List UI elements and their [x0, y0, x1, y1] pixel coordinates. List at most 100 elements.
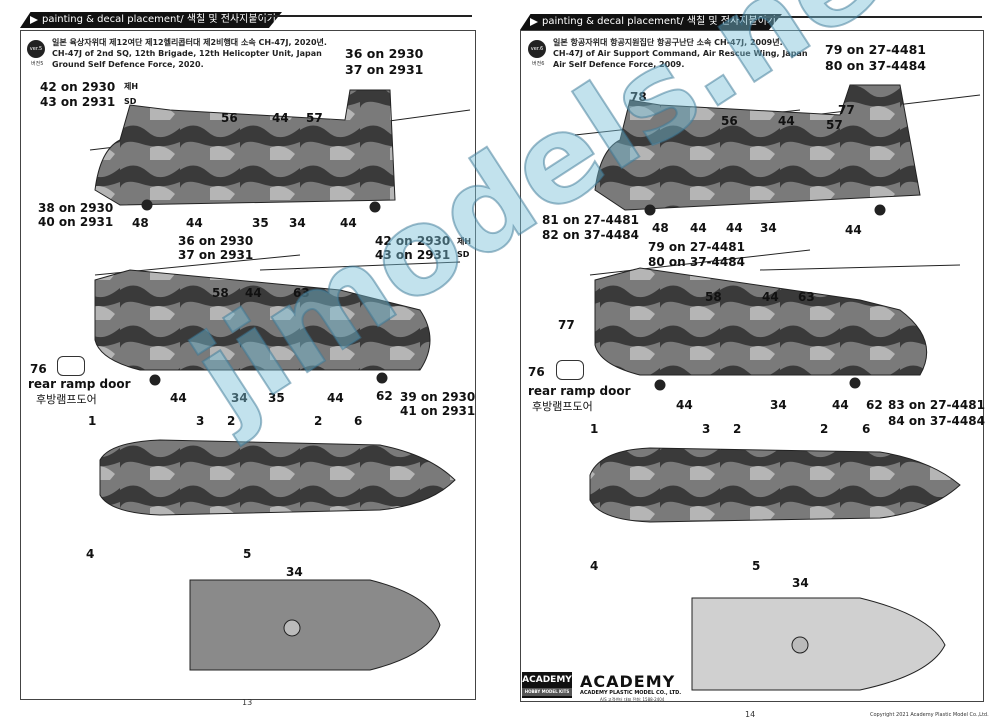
desc-ko: 일본 항공자위대 항공지원집단 항공구난단 소속 CH-47J, 2009년.: [553, 38, 783, 47]
decal-number: 77: [558, 318, 575, 332]
decal-number: 34: [286, 565, 303, 579]
decal-number: 78: [630, 90, 647, 104]
part-number: 4: [590, 559, 599, 573]
decal-number: 44: [186, 216, 203, 230]
part-number: 2: [227, 414, 236, 428]
decal-label: 82 on 37-4484: [542, 228, 639, 242]
decal-label: 83 on 27-4481: [888, 398, 985, 412]
part-number: 2: [733, 422, 742, 436]
left-top-view: [99, 439, 456, 516]
decal-number: 34: [792, 576, 809, 590]
decal-mark: SD: [124, 97, 137, 106]
decal-label: 39 on 2930: [400, 390, 476, 404]
decal-label: 36 on 2930: [345, 46, 424, 61]
rear-ramp-label: rear ramp door: [528, 384, 631, 398]
decal-number: 34: [760, 221, 777, 235]
divider: [762, 16, 982, 18]
decal-number: 44: [762, 290, 779, 304]
decal-number: 63: [293, 286, 310, 300]
decal-number: 34: [231, 391, 248, 405]
decal-label: 42 on 2930: [375, 234, 451, 248]
decal-number: 58: [705, 290, 722, 304]
page-number: 14: [745, 710, 756, 719]
company-name: ACADEMY PLASTIC MODEL CO., LTD.: [580, 690, 682, 696]
copyright: Copyright 2021 Academy Plastic Model Co.…: [870, 712, 989, 718]
decal-label: 81 on 27-4481: [542, 213, 639, 227]
decal-number: 35: [268, 391, 285, 405]
right-side-view-1: [574, 84, 981, 216]
part-number: 4: [86, 547, 95, 561]
desc-en: CH-47J of Air Support Command, Air Rescu…: [553, 49, 808, 69]
desc-ko: 일본 육상자위대 제12여단 제12헬리콥터대 제2비행대 소속 CH-47J,…: [52, 38, 327, 47]
divider: [262, 15, 472, 17]
decal-number: 35: [252, 216, 269, 230]
left-side-view-1: [89, 89, 471, 213]
right-frame: [520, 30, 984, 702]
decal-number: 48: [652, 221, 669, 235]
service-phone: A/S 고객센터 대표 전화: 1588-2404: [600, 697, 665, 702]
decal-number: 34: [770, 398, 787, 412]
logo-box-sub: HOBBY MODEL KITS: [522, 688, 572, 696]
decal-label: 80 on 37-4484: [825, 58, 926, 73]
decal-label: 84 on 37-4484: [888, 414, 985, 428]
rear-ramp-label-ko: 후방램프도어: [532, 400, 593, 413]
part-number: 2: [314, 414, 323, 428]
decal-number: 77: [838, 103, 855, 117]
rear-ramp-label-ko: 후방램프도어: [36, 393, 97, 406]
decal-label: 36 on 2930: [178, 234, 254, 248]
decal-number: 57: [306, 111, 323, 125]
decal-number: 76: [528, 365, 545, 379]
decal-number: 56: [721, 114, 738, 128]
left-bottom-view: [189, 579, 441, 671]
part-number: 3: [702, 422, 711, 436]
section-header-right: painting & decal placement/ 색칠 및 전사지붙이기: [520, 14, 782, 30]
decal-label: 38 on 2930: [38, 201, 114, 215]
ramp-door-decal-box: [57, 356, 85, 376]
rear-ramp-label: rear ramp door: [28, 377, 131, 391]
page-number: 13: [242, 698, 253, 707]
decal-number: 44: [690, 221, 707, 235]
decal-number: 44: [170, 391, 187, 405]
decal-label: 80 on 37-4484: [648, 255, 745, 269]
version-badge: ver.5: [27, 40, 45, 58]
part-number: 1: [88, 414, 97, 428]
decal-label: 43 on 2931: [40, 95, 116, 109]
decal-label: 79 on 27-4481: [825, 42, 926, 57]
decal-number: 48: [132, 216, 149, 230]
right-bottom-view: [691, 597, 946, 691]
decal-number: 44: [327, 391, 344, 405]
decal-number: 62: [376, 389, 393, 403]
decal-number: 44: [726, 221, 743, 235]
decal-mark: 제H: [124, 82, 139, 91]
decal-label: 41 on 2931: [400, 404, 476, 418]
version-badge-sub: 버전5: [31, 61, 44, 67]
decal-number: 44: [245, 286, 262, 300]
decal-number: 44: [272, 111, 289, 125]
part-number: 5: [243, 547, 252, 561]
decal-number: 44: [340, 216, 357, 230]
decal-number: 34: [289, 216, 306, 230]
decal-mark: 제H: [457, 237, 472, 246]
desc-en: CH-47J of 2nd SQ, 12th Brigade, 12th Hel…: [52, 49, 322, 69]
scheme-description: 일본 항공자위대 항공지원집단 항공구난단 소속 CH-47J, 2009년. C…: [553, 37, 813, 70]
decal-number: 44: [845, 223, 862, 237]
right-top-view: [589, 447, 961, 523]
part-number: 6: [354, 414, 363, 428]
decal-number: 44: [778, 114, 795, 128]
scheme-description: 일본 육상자위대 제12여단 제12헬리콥터대 제2비행대 소속 CH-47J,…: [52, 37, 332, 70]
left-frame: [20, 30, 476, 700]
academy-logo: ACADEMY: [580, 672, 676, 691]
version-badge: ver.6: [528, 40, 546, 58]
right-side-view-2: [589, 249, 961, 391]
decal-number: 63: [798, 290, 815, 304]
decal-number: 44: [832, 398, 849, 412]
decal-number: 62: [866, 398, 883, 412]
left-side-view-2: [94, 254, 461, 386]
part-number: 5: [752, 559, 761, 573]
decal-mark: SD: [457, 250, 470, 259]
decal-label: 37 on 2931: [345, 62, 424, 77]
decal-label: 79 on 27-4481: [648, 240, 745, 254]
decal-number: 57: [826, 118, 843, 132]
ramp-door-decal-box: [556, 360, 584, 380]
